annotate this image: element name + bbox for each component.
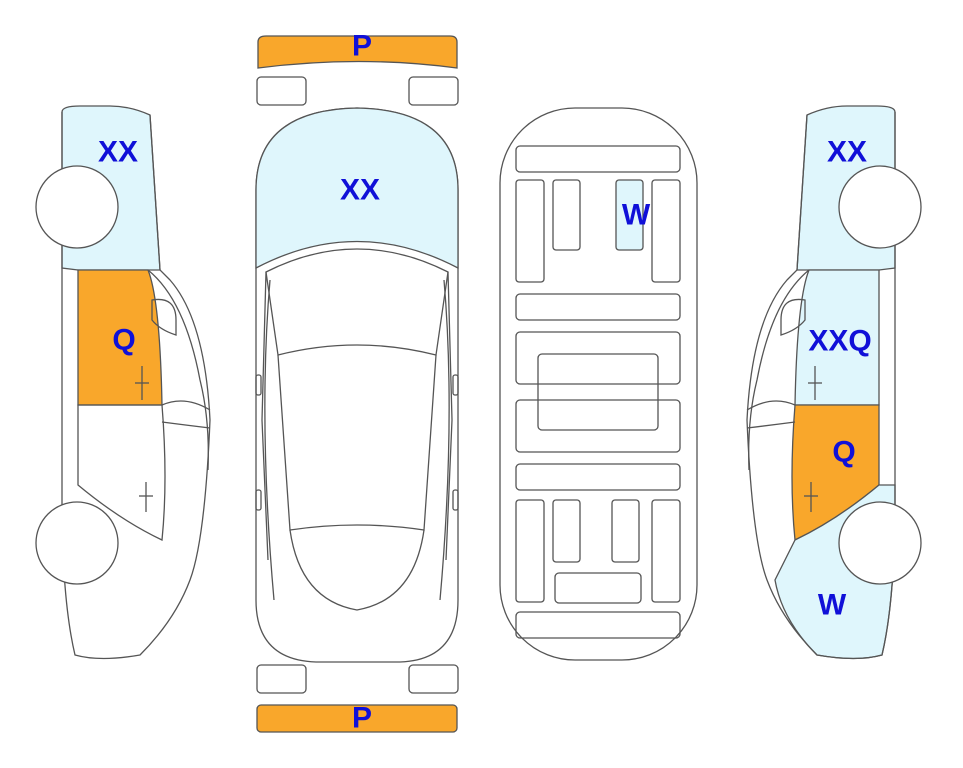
left-front-door-label: Q	[112, 324, 135, 357]
front-bumper-label: P	[352, 30, 372, 63]
right-front-door-label: XXQ	[808, 325, 871, 358]
right-rear-wheel	[838, 501, 922, 585]
interior-view	[499, 107, 698, 661]
roof-panel[interactable]	[615, 179, 644, 251]
right-side-view	[746, 105, 922, 660]
left-front-fender-label: XX	[98, 136, 138, 169]
rear-right-light	[408, 664, 459, 694]
roof-label: W	[622, 199, 651, 232]
right-body-outline	[746, 112, 896, 660]
top-view	[255, 35, 459, 733]
right-front-wheel	[838, 165, 922, 249]
left-side-view	[35, 105, 211, 660]
right-rear-quarter-label: W	[818, 589, 847, 622]
left-front-wheel	[35, 165, 119, 249]
left-rear-wheel	[35, 501, 119, 585]
front-right-light	[408, 76, 459, 106]
hood-panel[interactable]	[255, 107, 459, 270]
front-bumper-panel[interactable]	[257, 35, 458, 69]
left-body-outline	[61, 112, 211, 660]
right-rear-door-label: Q	[832, 436, 855, 469]
front-left-light	[256, 76, 307, 106]
interior-outline	[499, 107, 698, 661]
hood-label: XX	[340, 174, 380, 207]
rear-bumper-panel[interactable]	[256, 704, 458, 733]
rear-left-light	[256, 664, 307, 694]
rear-bumper-label: P	[352, 702, 372, 735]
right-front-fender-label: XX	[827, 136, 867, 169]
